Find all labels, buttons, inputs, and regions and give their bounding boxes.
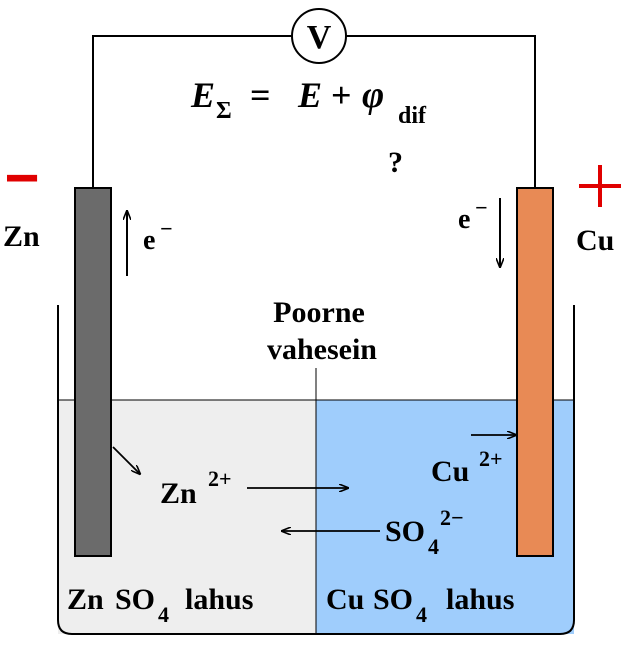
svg-text:Cu: Cu [326, 583, 364, 616]
cuso4-label: Cu SO 4 lahus [326, 583, 514, 627]
znso4-label: Zn SO 4 lahus [67, 583, 253, 627]
copper-electrode [516, 187, 554, 557]
separator-label-line2: vahesein [267, 333, 377, 366]
separator-label-line1: Poorne [273, 296, 365, 329]
svg-text:lahus: lahus [185, 583, 253, 616]
anode-electron-charge: − [160, 216, 173, 241]
voltmeter-symbol: V [307, 19, 332, 56]
sulfate-ion-charge: 2− [440, 505, 464, 530]
cathode-electron-charge: − [475, 195, 488, 220]
zinc-electrode [74, 187, 112, 557]
emf-symbol: E [190, 75, 215, 115]
svg-text:SO: SO [115, 583, 155, 616]
svg-text:4: 4 [416, 602, 427, 627]
equals-sign: = [250, 75, 271, 115]
external-wire [92, 35, 536, 190]
emf-equation: E Σ = E + φ dif ? [190, 74, 427, 179]
sulfate-ion-subscript: 4 [428, 534, 439, 559]
voltmeter [291, 8, 347, 64]
sulfate-ion: SO [385, 515, 425, 548]
cathode-label: Cu [576, 224, 614, 257]
cu-ion: Cu [431, 455, 469, 488]
beaker [57, 305, 575, 635]
svg-text:SO: SO [373, 583, 413, 616]
plus-sign: + [331, 75, 352, 115]
cathode-sign [579, 165, 621, 207]
svg-text:Zn: Zn [67, 583, 104, 616]
electrode-potential-symbol: E [297, 75, 322, 115]
zn-ion-charge: 2+ [208, 466, 232, 491]
cu-ion-charge: 2+ [479, 446, 503, 471]
diffusion-subscript: dif [398, 103, 427, 129]
svg-text:4: 4 [158, 602, 169, 627]
zn-dissolution-arrow [112, 446, 140, 474]
anode-electron: e [143, 225, 155, 256]
svg-text:lahus: lahus [446, 583, 514, 616]
phi-symbol: φ [362, 74, 384, 116]
anode-sign: − [4, 144, 39, 211]
cathode-electron: e [458, 204, 470, 235]
anode-label: Zn [3, 220, 40, 253]
zn-ion: Zn [160, 477, 197, 510]
question-mark: ? [388, 146, 403, 179]
emf-subscript: Σ [216, 98, 232, 124]
